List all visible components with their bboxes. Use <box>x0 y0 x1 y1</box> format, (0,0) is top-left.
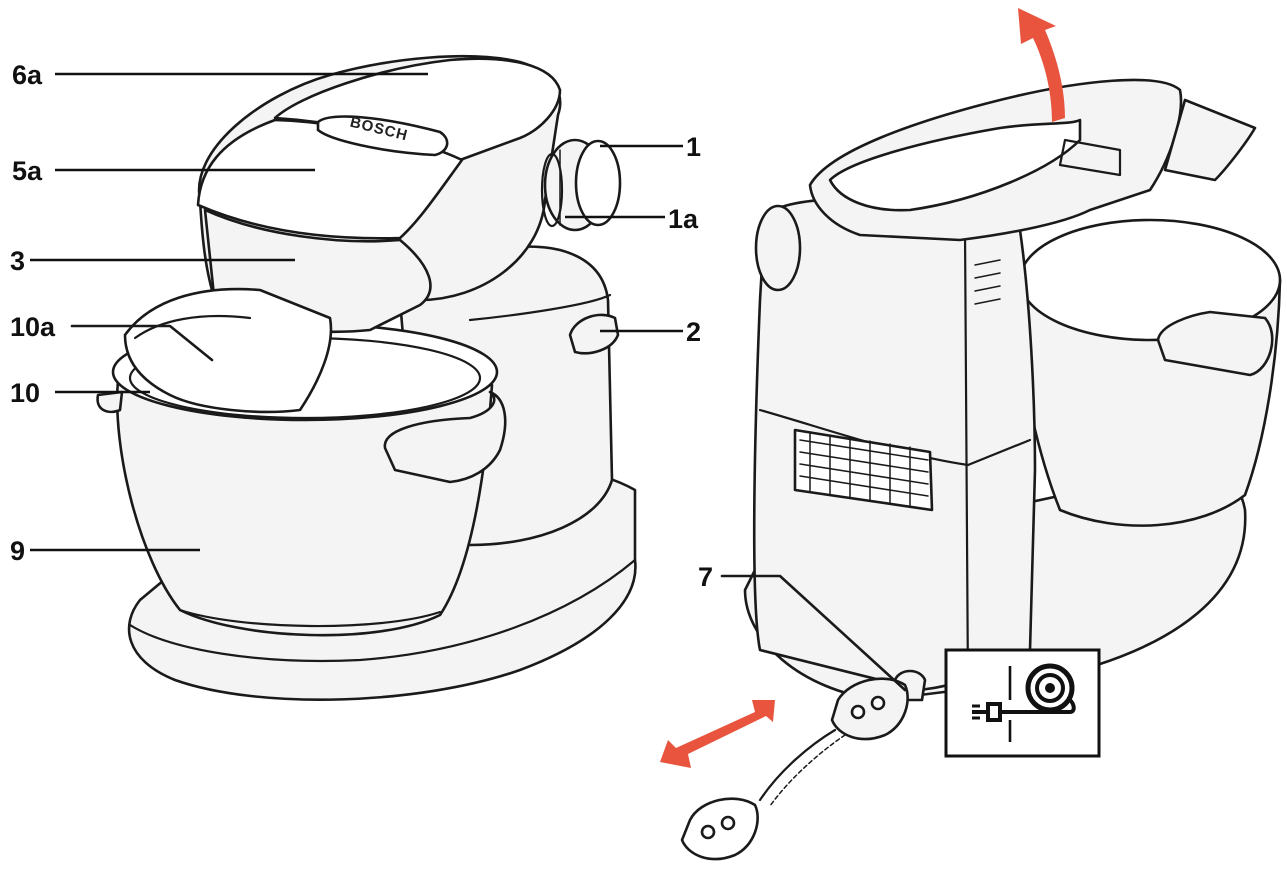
label-5a: 5a <box>12 156 43 186</box>
leader-7 <box>720 574 907 692</box>
leader-lines <box>30 72 907 692</box>
label-2: 2 <box>686 317 701 347</box>
cable-storage-icon <box>944 648 1101 758</box>
lever-2[interactable] <box>568 313 620 355</box>
callout-labels: 6a 5a 3 10a 10 9 1 1a 2 7 <box>10 60 713 592</box>
leader-10a <box>70 324 214 362</box>
label-3: 3 <box>10 246 25 276</box>
power-plug-ghost <box>680 797 759 861</box>
label-9: 9 <box>10 536 25 566</box>
label-6a: 6a <box>12 60 43 90</box>
lift-arrow-icon <box>1018 8 1065 122</box>
label-10a: 10a <box>10 312 56 342</box>
label-1: 1 <box>686 132 701 162</box>
mixer-front-view: BOSCH <box>96 54 637 701</box>
label-7: 7 <box>698 562 713 592</box>
bowl-handle <box>383 390 507 484</box>
label-10: 10 <box>10 378 40 408</box>
label-1a: 1a <box>668 204 699 234</box>
mixer-back-view <box>660 8 1282 861</box>
power-plug <box>830 677 909 741</box>
double-arrow-icon <box>660 700 775 768</box>
